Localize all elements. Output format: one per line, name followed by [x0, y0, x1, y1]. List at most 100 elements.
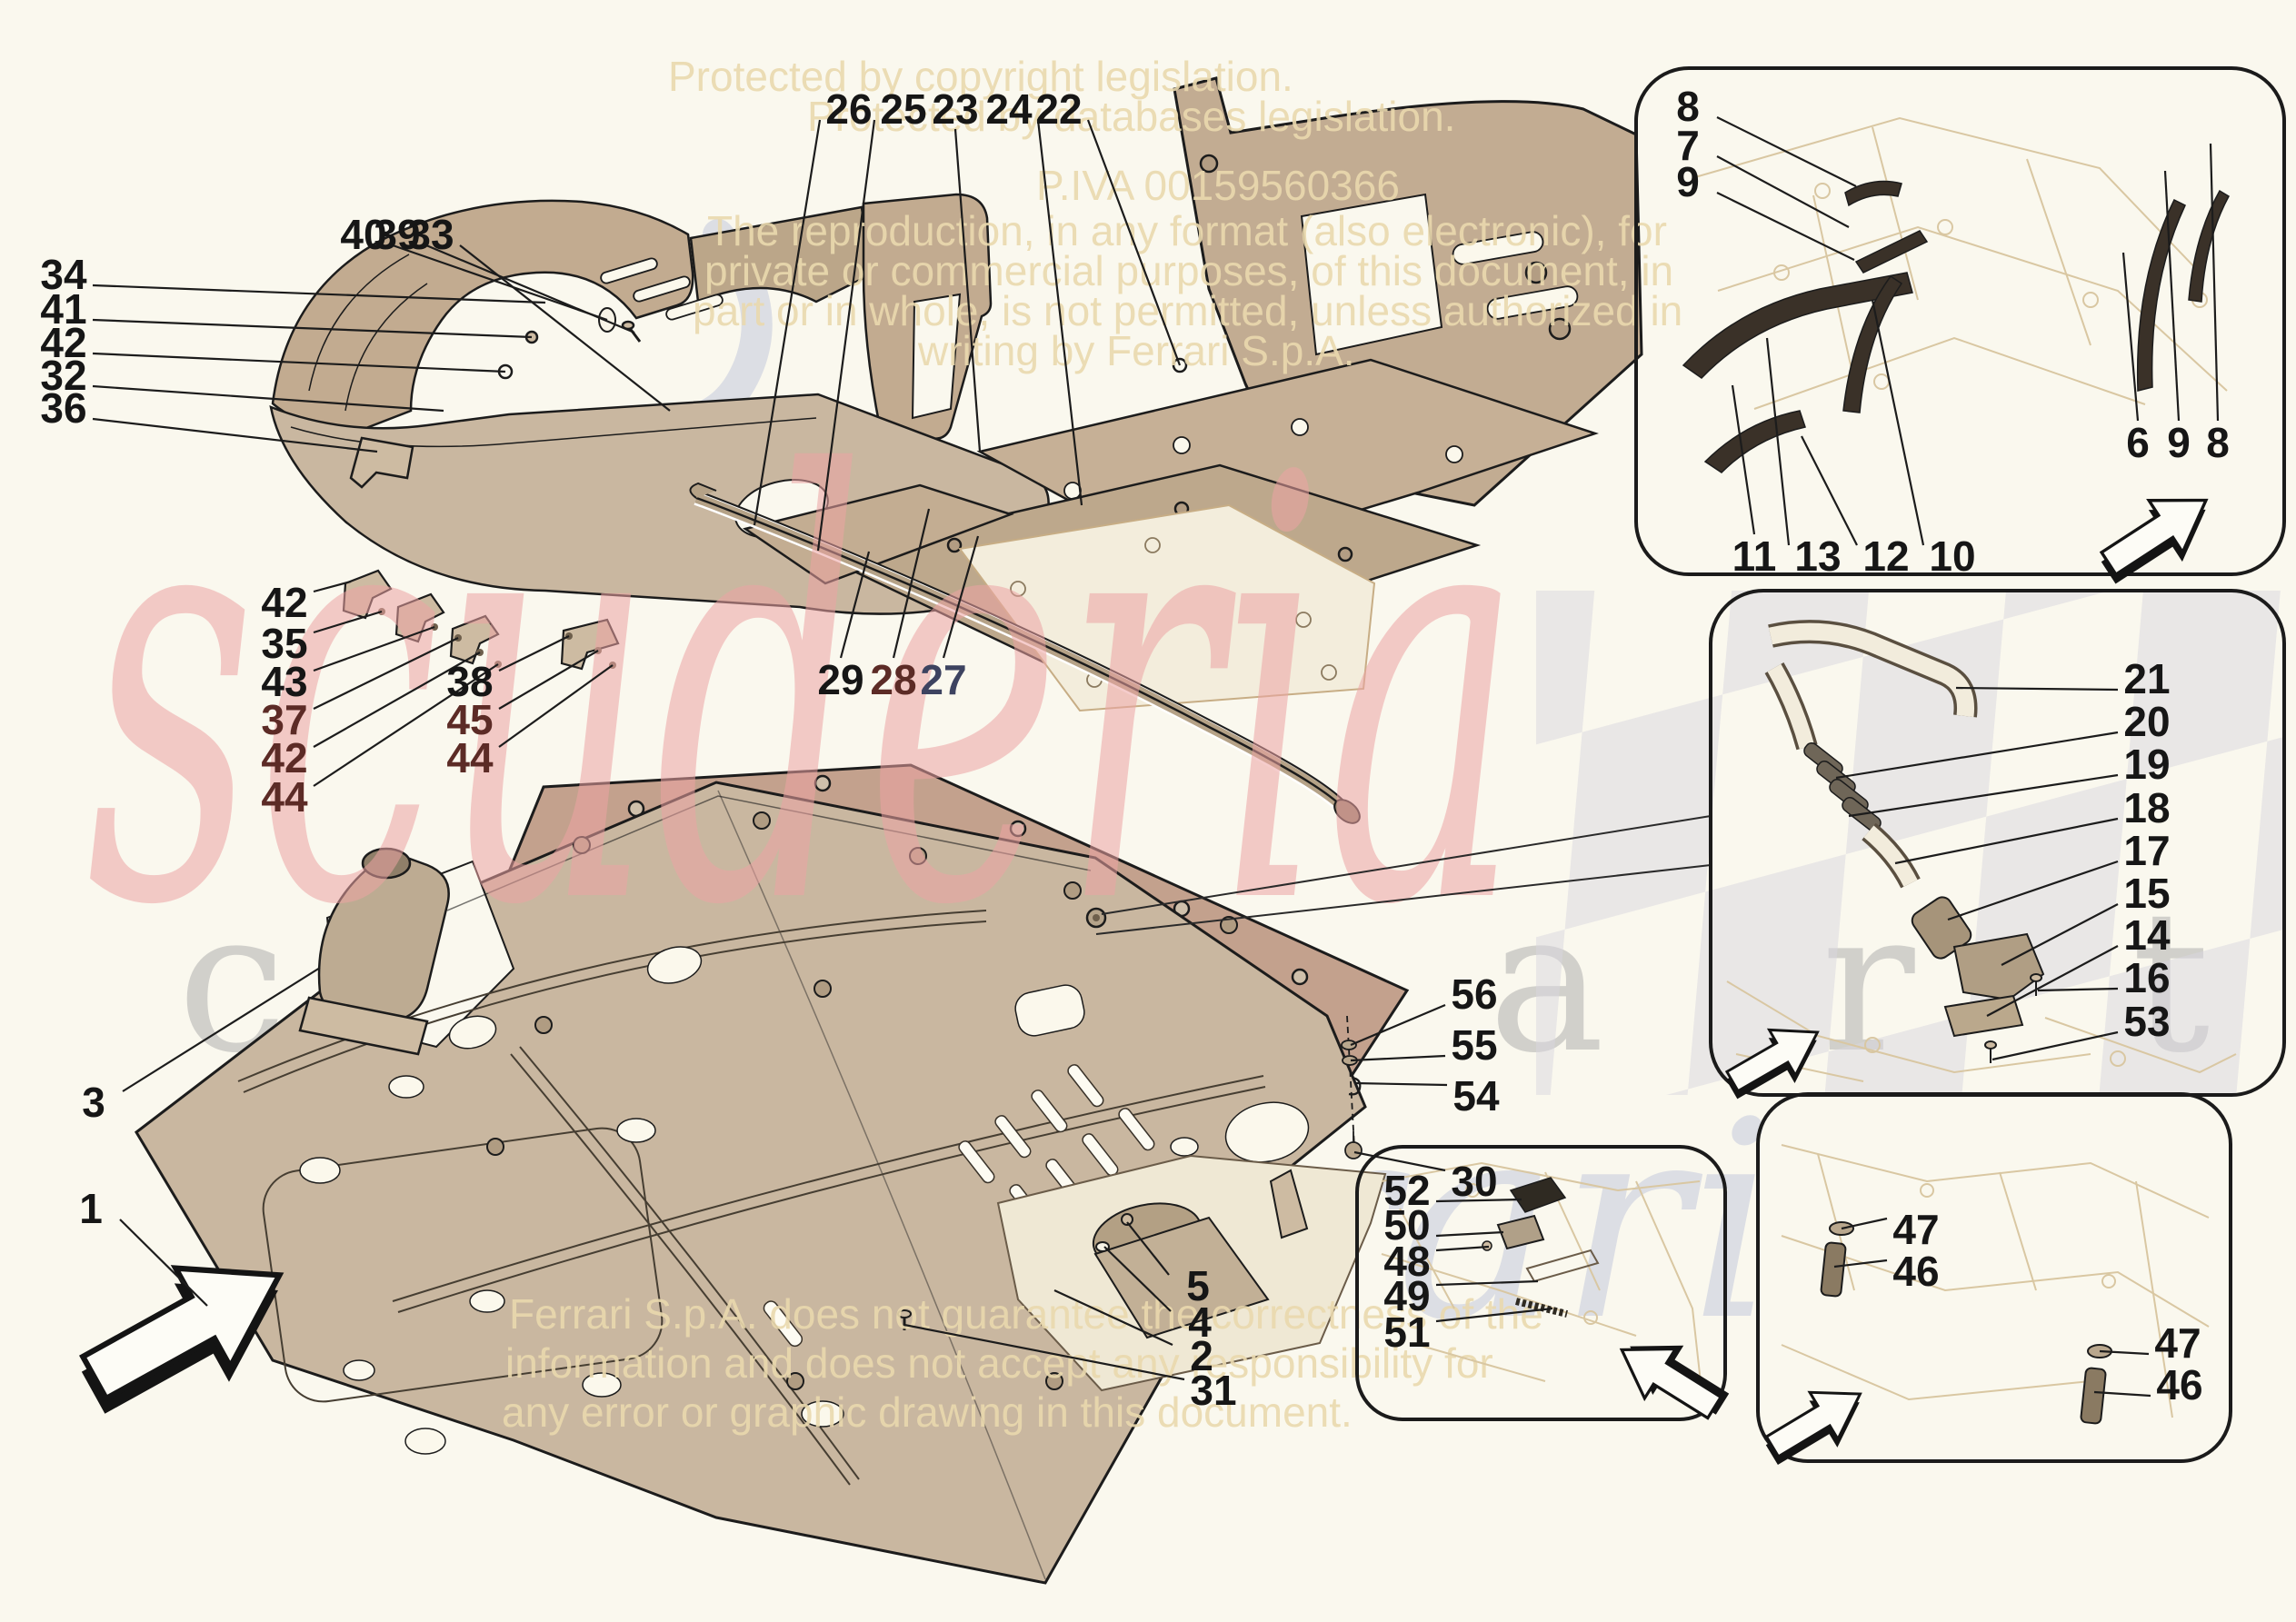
leader-line-35	[313, 610, 383, 634]
leader-line-28	[892, 508, 931, 659]
callout-40: 40	[340, 211, 386, 258]
arrow-icon	[1764, 1390, 1862, 1466]
leader-line-8	[2209, 143, 2220, 422]
inset-reference-lines	[1095, 815, 1712, 935]
leader-line-33	[459, 244, 671, 412]
leader-line-22	[1086, 119, 1182, 366]
callout-7: 7	[1676, 122, 1700, 169]
main-undertray-panel	[135, 781, 1367, 1585]
watermark-checkered-flag	[1536, 591, 2284, 1095]
callout-48: 48	[1383, 1238, 1430, 1285]
callout-49: 49	[1383, 1272, 1430, 1319]
leader-line-44	[313, 663, 499, 787]
callout-44: 44	[446, 734, 494, 781]
leader-line-53	[1992, 1030, 2119, 1061]
leader-line-47	[1841, 1217, 1888, 1230]
callout-36: 36	[40, 384, 86, 432]
callout-17: 17	[2123, 827, 2170, 874]
leader-line-16	[2037, 987, 2119, 992]
leader-line-47	[2099, 1349, 2150, 1356]
callout-33: 33	[407, 211, 454, 258]
callout-56: 56	[1451, 970, 1497, 1018]
watermark-scuderia: scuderia	[86, 355, 1522, 1032]
leader-line-10	[1871, 299, 1925, 546]
leader-line-54	[1353, 1081, 1448, 1087]
callout-10: 10	[1929, 532, 1975, 580]
arrow-icon	[1724, 1028, 1820, 1100]
leader-line-40	[392, 244, 608, 322]
callout-43: 43	[261, 658, 307, 705]
leader-line-31	[903, 1323, 1185, 1381]
arrow-icon	[2099, 498, 2209, 584]
leader-line-17	[1947, 860, 2119, 921]
leader-line-56	[1350, 1003, 1446, 1047]
callout-42: 42	[261, 734, 307, 781]
roof-trim-strips	[1682, 180, 2231, 473]
callout-42: 42	[40, 319, 86, 366]
leader-line-6	[2121, 252, 2140, 422]
leader-line-34	[92, 284, 546, 304]
callout-52: 52	[1383, 1167, 1430, 1214]
leader-line-3	[122, 967, 321, 1092]
callout-13: 13	[1794, 532, 1841, 580]
sill-and-plate	[689, 482, 1376, 824]
svg-text:writing by Ferrari S.p.A.: writing by Ferrari S.p.A.	[917, 327, 1355, 374]
hose-assembly	[1764, 620, 2045, 1063]
callout-24: 24	[985, 85, 1033, 133]
leader-line-42	[313, 580, 352, 593]
callout-15: 15	[2123, 870, 2170, 917]
leader-line-44	[498, 664, 614, 748]
callout-51: 51	[1383, 1309, 1430, 1356]
leader-line-46	[1833, 1259, 1888, 1269]
callout-41: 41	[40, 285, 86, 333]
callout-27: 27	[920, 656, 966, 703]
callout-3: 3	[82, 1079, 105, 1126]
callout-8: 8	[2206, 419, 2230, 466]
callout-16: 16	[2123, 954, 2170, 1001]
callout-37: 37	[261, 696, 307, 743]
callout-9: 9	[1676, 158, 1700, 205]
callout-46: 46	[2156, 1361, 2202, 1408]
leader-line-20	[1835, 731, 2119, 780]
inset-box-frame-pins	[1756, 1092, 2232, 1466]
leader-line-38	[498, 635, 570, 672]
callout-11: 11	[1732, 532, 1777, 580]
svg-text:Ferrari S.p.A. does not guaran: Ferrari S.p.A. does not guarantee the co…	[509, 1290, 1543, 1338]
callout-9: 9	[2167, 419, 2191, 466]
svg-text:The reproduction, in any forma: The reproduction, in any format (also el…	[707, 207, 1667, 254]
callout-31: 31	[1190, 1367, 1236, 1414]
leader-line-50	[1435, 1230, 1504, 1238]
callout-54: 54	[1452, 1072, 1500, 1119]
callout-30: 30	[1451, 1158, 1497, 1205]
leader-line-42	[92, 352, 506, 373]
leader-line-23	[953, 128, 982, 453]
callout-12: 12	[1862, 532, 1909, 580]
callout-32: 32	[40, 352, 86, 399]
panel-studs	[486, 811, 1238, 1390]
leader-line-19	[1848, 773, 2119, 818]
leader-line-5	[1126, 1221, 1170, 1276]
callout-14: 14	[2123, 911, 2171, 959]
callout-35: 35	[261, 620, 307, 667]
watermark-disclaimer: Ferrari S.p.A. does not guarantee the co…	[502, 1290, 1543, 1436]
arrow-icon	[1619, 1345, 1730, 1420]
leader-line-46	[2093, 1390, 2151, 1398]
svg-text:private or commercial purposes: private or commercial purposes, of this …	[704, 247, 1673, 294]
leader-line-9	[1716, 192, 1855, 261]
callout-21: 21	[2123, 655, 2170, 702]
callout-6: 6	[2126, 419, 2150, 466]
callout-38: 38	[446, 658, 493, 705]
leader-line-26	[753, 119, 822, 526]
callout-53: 53	[2123, 998, 2170, 1045]
callout-4: 4	[1188, 1299, 1212, 1346]
leader-line-55	[1350, 1054, 1446, 1062]
svg-text:P.IVA 00159560366: P.IVA 00159560366	[1036, 162, 1400, 209]
leader-line-30	[1353, 1150, 1446, 1172]
leader-line-13	[1765, 337, 1791, 546]
callout-1: 1	[79, 1185, 103, 1232]
callout-34: 34	[40, 251, 87, 298]
callout-55: 55	[1451, 1021, 1497, 1069]
leader-line-49	[1435, 1279, 1539, 1287]
